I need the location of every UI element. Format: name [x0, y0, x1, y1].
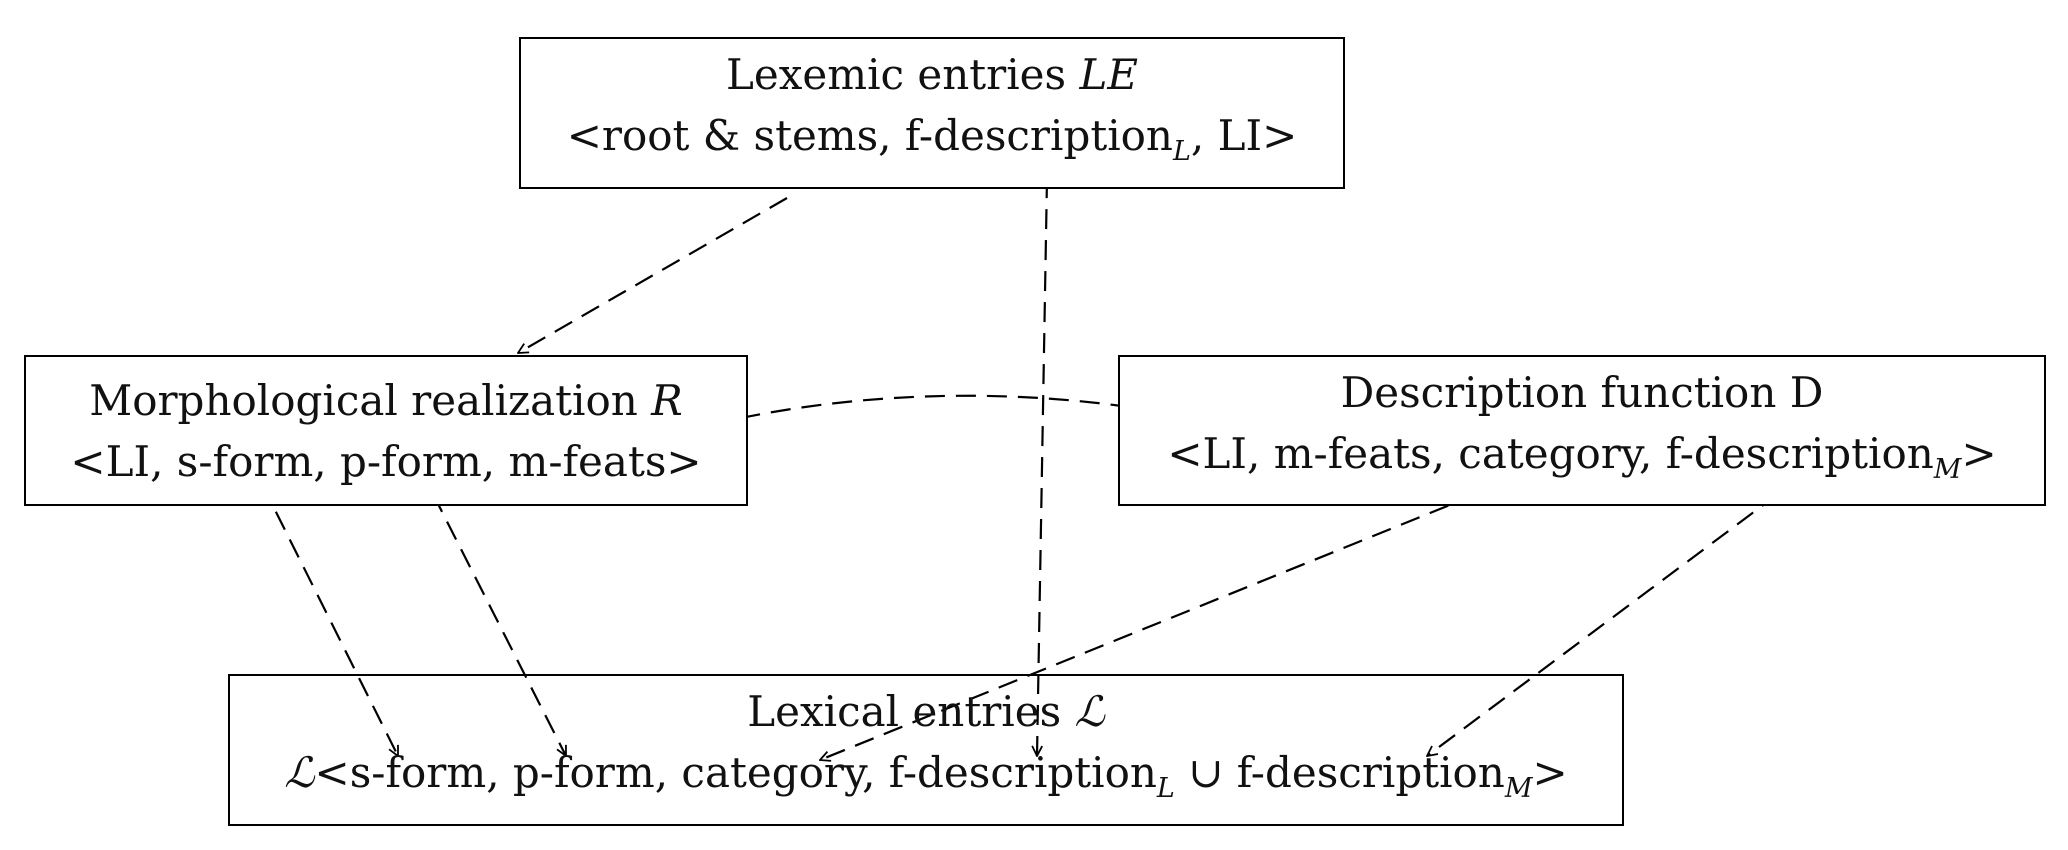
lexemic-tuple: <root & stems, f-descriptionL, LI> — [567, 105, 1298, 182]
desc-tuple-subscript: M — [1933, 453, 1962, 485]
lexical-tuple-symbol: ℒ — [284, 748, 315, 797]
edge-morph-pform-lexical — [432, 494, 567, 756]
desc-title: Description function D — [1341, 362, 1824, 423]
edge-morph-to-desc — [679, 394, 1285, 439]
desc-symbol: D — [1789, 367, 1824, 417]
lexemic-tuple-end: , LI> — [1190, 111, 1298, 160]
lexical-tuple-end: > — [1532, 748, 1568, 797]
morph-title: Morphological realization R — [89, 370, 683, 431]
lexical-symbol: ℒ — [1074, 687, 1105, 736]
lexemic-title: Lexemic entries LE — [726, 44, 1138, 105]
node-lexical-entries: Lexical entries ℒ ℒ<s-form, p-form, cate… — [228, 674, 1624, 826]
morph-symbol: R — [651, 375, 683, 425]
morph-title-text: Morphological realization — [89, 375, 652, 425]
lexical-tuple: ℒ<s-form, p-form, category, f-descriptio… — [284, 742, 1567, 819]
node-description-function: Description function D <LI, m-feats, cat… — [1118, 355, 2046, 506]
desc-title-text: Description function — [1340, 367, 1790, 417]
lexical-title: Lexical entries ℒ — [747, 681, 1105, 742]
node-lexemic-entries: Lexemic entries LE <root & stems, f-desc… — [519, 37, 1345, 189]
edge-desc-fdescM-lexical — [1427, 494, 1778, 756]
edge-morph-sform-lexical — [261, 484, 399, 756]
lexemic-tuple-text: <root & stems, f-description — [566, 111, 1173, 160]
desc-tuple-text: <LI, m-feats, category, f-description — [1167, 428, 1934, 478]
lexical-tuple-union: ∪ f-description — [1174, 748, 1505, 797]
lexemic-symbol: LE — [1079, 50, 1139, 99]
desc-tuple-end: > — [1961, 428, 1997, 478]
lexemic-title-text: Lexemic entries — [725, 50, 1080, 99]
node-morphological-realization: Morphological realization R <LI, s-form,… — [24, 355, 748, 506]
morph-tuple: <LI, s-form, p-form, m-feats> — [70, 436, 702, 486]
lexical-tuple-subscript-m: M — [1504, 773, 1533, 804]
desc-tuple: <LI, m-feats, category, f-descriptionM> — [1167, 423, 1996, 500]
edge-lexemic-to-morph — [518, 197, 788, 353]
edge-desc-category-lexical — [820, 494, 1477, 760]
lexical-tuple-text: <s-form, p-form, category, f-description — [314, 748, 1157, 797]
lexical-title-text: Lexical entries — [747, 687, 1075, 736]
lexemic-tuple-subscript: L — [1172, 136, 1191, 167]
lexical-tuple-subscript-l: L — [1156, 773, 1175, 804]
